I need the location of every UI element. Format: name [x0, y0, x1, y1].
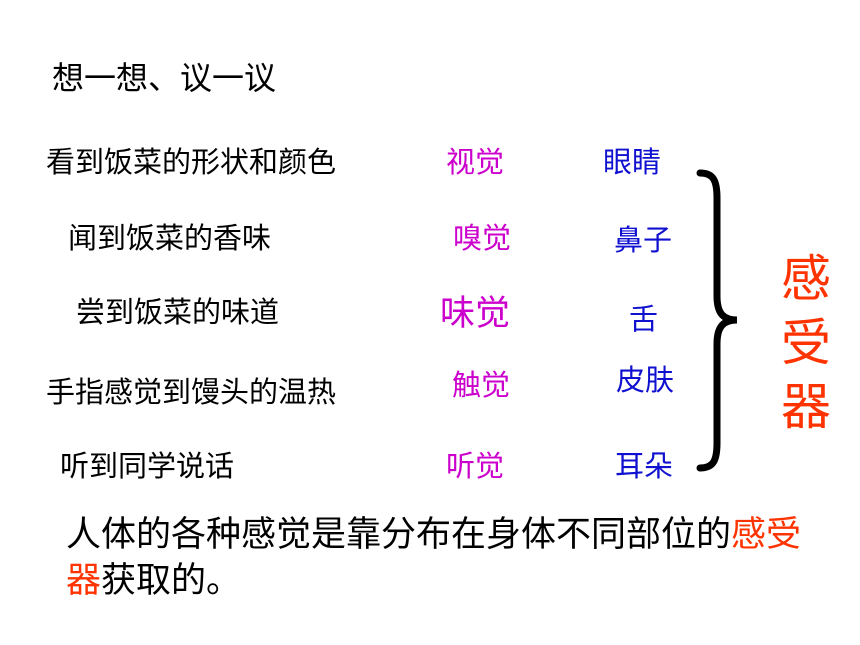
sense-label: 嗅觉	[453, 221, 512, 255]
receptor-label: 感受器	[781, 250, 831, 436]
stimulus-text: 看到饭菜的形状和颜色	[46, 145, 337, 179]
stimulus-text: 手指感觉到馒头的温热	[46, 375, 337, 409]
stimulus-text: 闻到饭菜的香味	[68, 221, 272, 255]
conclusion-highlight: 感受器	[66, 515, 802, 601]
conclusion-text: 人体的各种感觉是靠分布在身体不同部位的感受器获取的。	[66, 512, 826, 604]
organ-label: 舌	[629, 302, 659, 336]
conclusion-part2: 获取的。	[101, 561, 242, 601]
organ-label: 耳朵	[615, 449, 674, 483]
curly-brace	[696, 169, 738, 472]
page-title: 想一想、议一议	[52, 59, 277, 97]
organ-label: 鼻子	[614, 223, 673, 257]
sense-label: 味觉	[440, 294, 511, 334]
stimulus-text: 尝到饭菜的味道	[76, 295, 280, 329]
organ-label: 皮肤	[616, 363, 675, 397]
sense-label: 视觉	[446, 145, 505, 179]
sense-label: 听觉	[446, 449, 505, 483]
organ-label: 眼睛	[603, 145, 662, 179]
conclusion-part1: 人体的各种感觉是靠分布在身体不同部位的	[66, 515, 732, 555]
sense-label: 触觉	[452, 368, 511, 402]
stimulus-text: 听到同学说话	[60, 449, 235, 483]
